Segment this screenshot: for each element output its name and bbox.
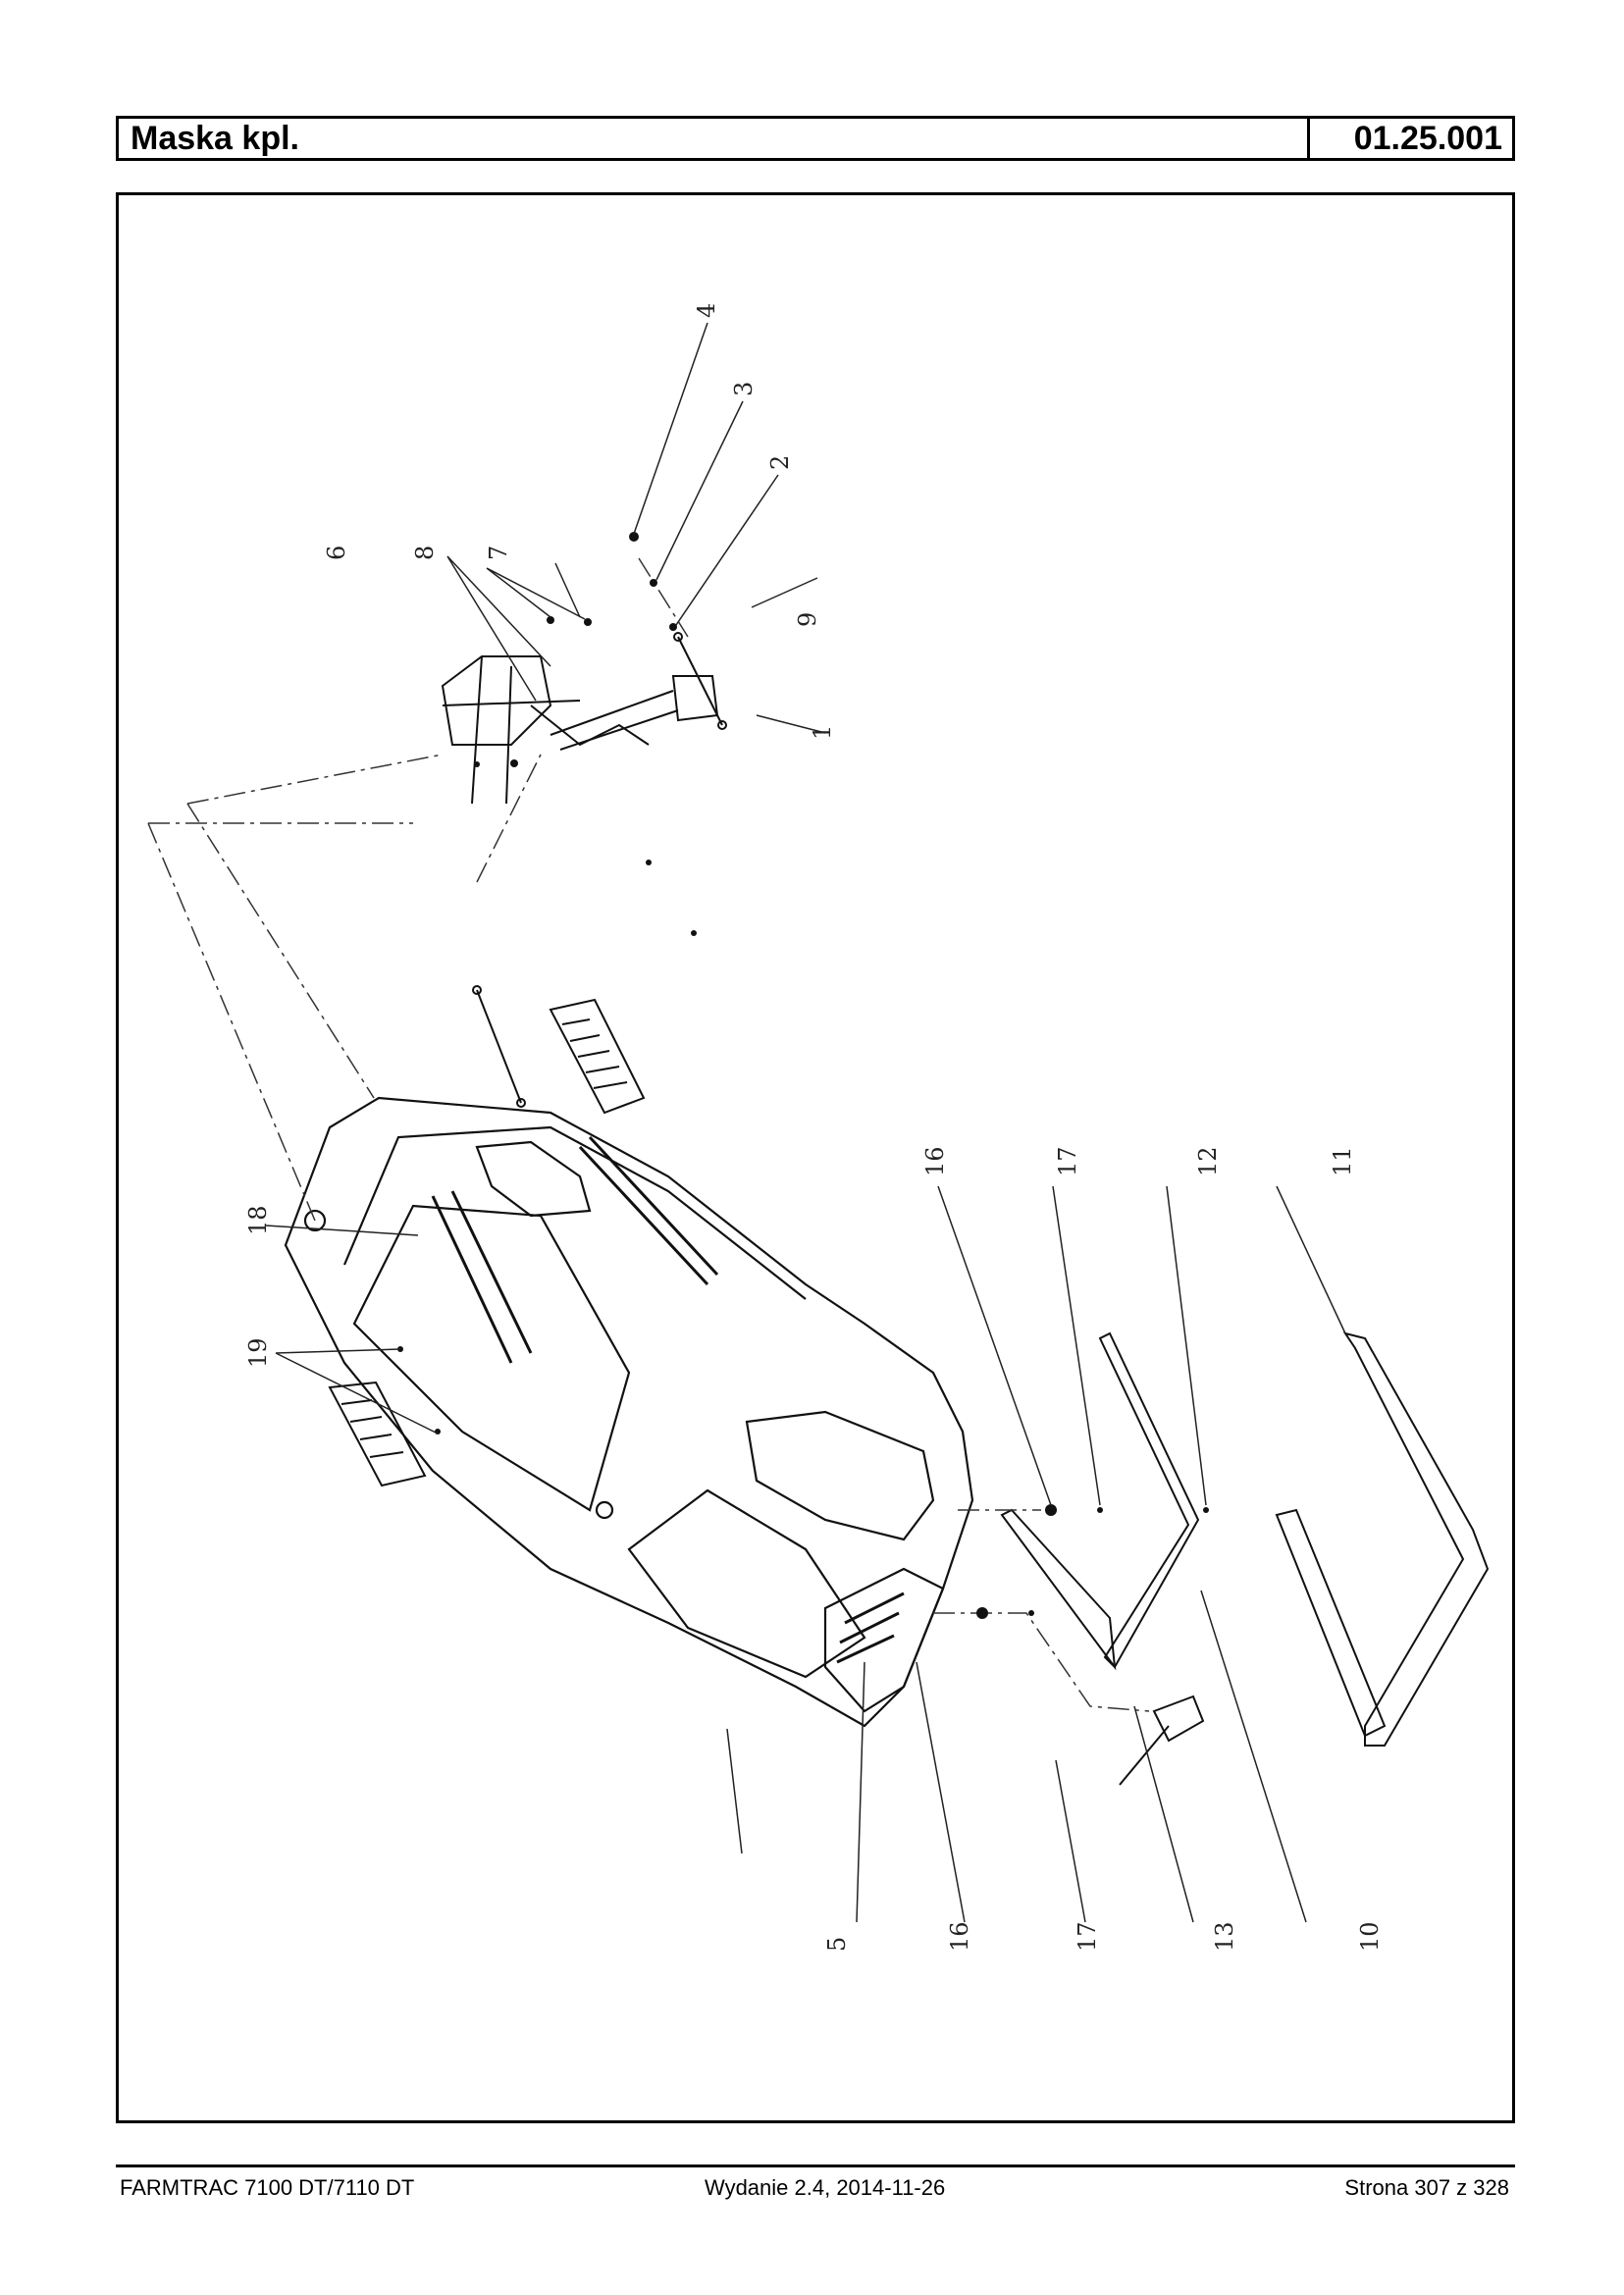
callout-label: 3 [730, 382, 758, 396]
footer-edition: Wydanie 2.4, 2014-11-26 [705, 2175, 946, 2200]
callout-label: 9 [794, 612, 821, 627]
frame-crossbar [441, 655, 552, 746]
footer-rule [116, 2165, 1515, 2167]
assembly-guide-lines [147, 557, 1150, 1712]
hood-assembly [284, 1096, 974, 1728]
fasteners [397, 532, 1209, 1619]
callout-label: 11 [1329, 1146, 1356, 1176]
gas-strut-lower [476, 989, 522, 1104]
page-footer: FARMTRAC 7100 DT/7110 DT Wydanie 2.4, 20… [116, 2173, 1515, 2203]
callout-label: 8 [411, 546, 439, 560]
callout-label: 5 [823, 1937, 851, 1952]
hood-lower-panel [627, 1488, 866, 1679]
seal-strip-lower [1000, 1508, 1117, 1671]
frame-mount-plate [671, 675, 719, 722]
callout-label: 17 [1074, 1921, 1101, 1952]
hood-side-panel [352, 1204, 631, 1512]
footer-page-number: Strona 307 z 328 [1344, 2175, 1509, 2200]
page-title: Maska kpl. [119, 119, 1310, 158]
callout-label: 7 [485, 546, 512, 560]
callout-label: 2 [766, 455, 794, 470]
hood-body [284, 1096, 974, 1728]
gas-strut-upper [677, 636, 723, 726]
callout-label: 6 [323, 546, 350, 560]
exploded-view-diagram: 1 2 3 4 5 6 7 8 9 10 11 12 13 16 16 17 1… [147, 303, 1490, 1952]
leader-lines [265, 322, 1346, 1923]
callout-labels: 1 2 3 4 5 6 7 8 9 10 11 12 13 16 16 17 1… [244, 303, 1384, 1952]
footer-model: FARMTRAC 7100 DT/7110 DT [120, 2175, 415, 2200]
diagram-frame: 1 2 3 4 5 6 7 8 9 10 11 12 13 16 16 17 1… [116, 192, 1515, 2123]
callout-label: 1 [809, 725, 836, 740]
lower-vent-grille [328, 1381, 427, 1487]
front-panel-base [1275, 1508, 1387, 1738]
callout-label: 13 [1211, 1921, 1238, 1952]
page-header: Maska kpl. 01.25.001 [116, 116, 1515, 161]
gas-struts [472, 632, 727, 1108]
callout-label: 19 [244, 1337, 272, 1368]
hood-grille [823, 1567, 945, 1713]
hood-vent-cutout [475, 1140, 592, 1218]
callout-label: 17 [1054, 1146, 1081, 1176]
seals-and-panel [1000, 1331, 1490, 1786]
callout-label: 18 [244, 1205, 272, 1235]
callout-label: 4 [693, 303, 720, 318]
vent-grilles [328, 998, 646, 1487]
hood-front-opening [745, 1410, 935, 1541]
callout-label: 12 [1194, 1146, 1222, 1176]
callout-label: 16 [946, 1921, 973, 1952]
rubber-seal [1098, 1331, 1200, 1669]
part-code: 01.25.001 [1353, 120, 1502, 157]
callout-label: 10 [1356, 1921, 1384, 1952]
support-frame [441, 655, 719, 805]
upper-vent-grille [549, 998, 646, 1115]
callout-label: 16 [921, 1146, 949, 1176]
front-panel-frame [1342, 1331, 1490, 1747]
hood-top-ridge [342, 1125, 807, 1300]
